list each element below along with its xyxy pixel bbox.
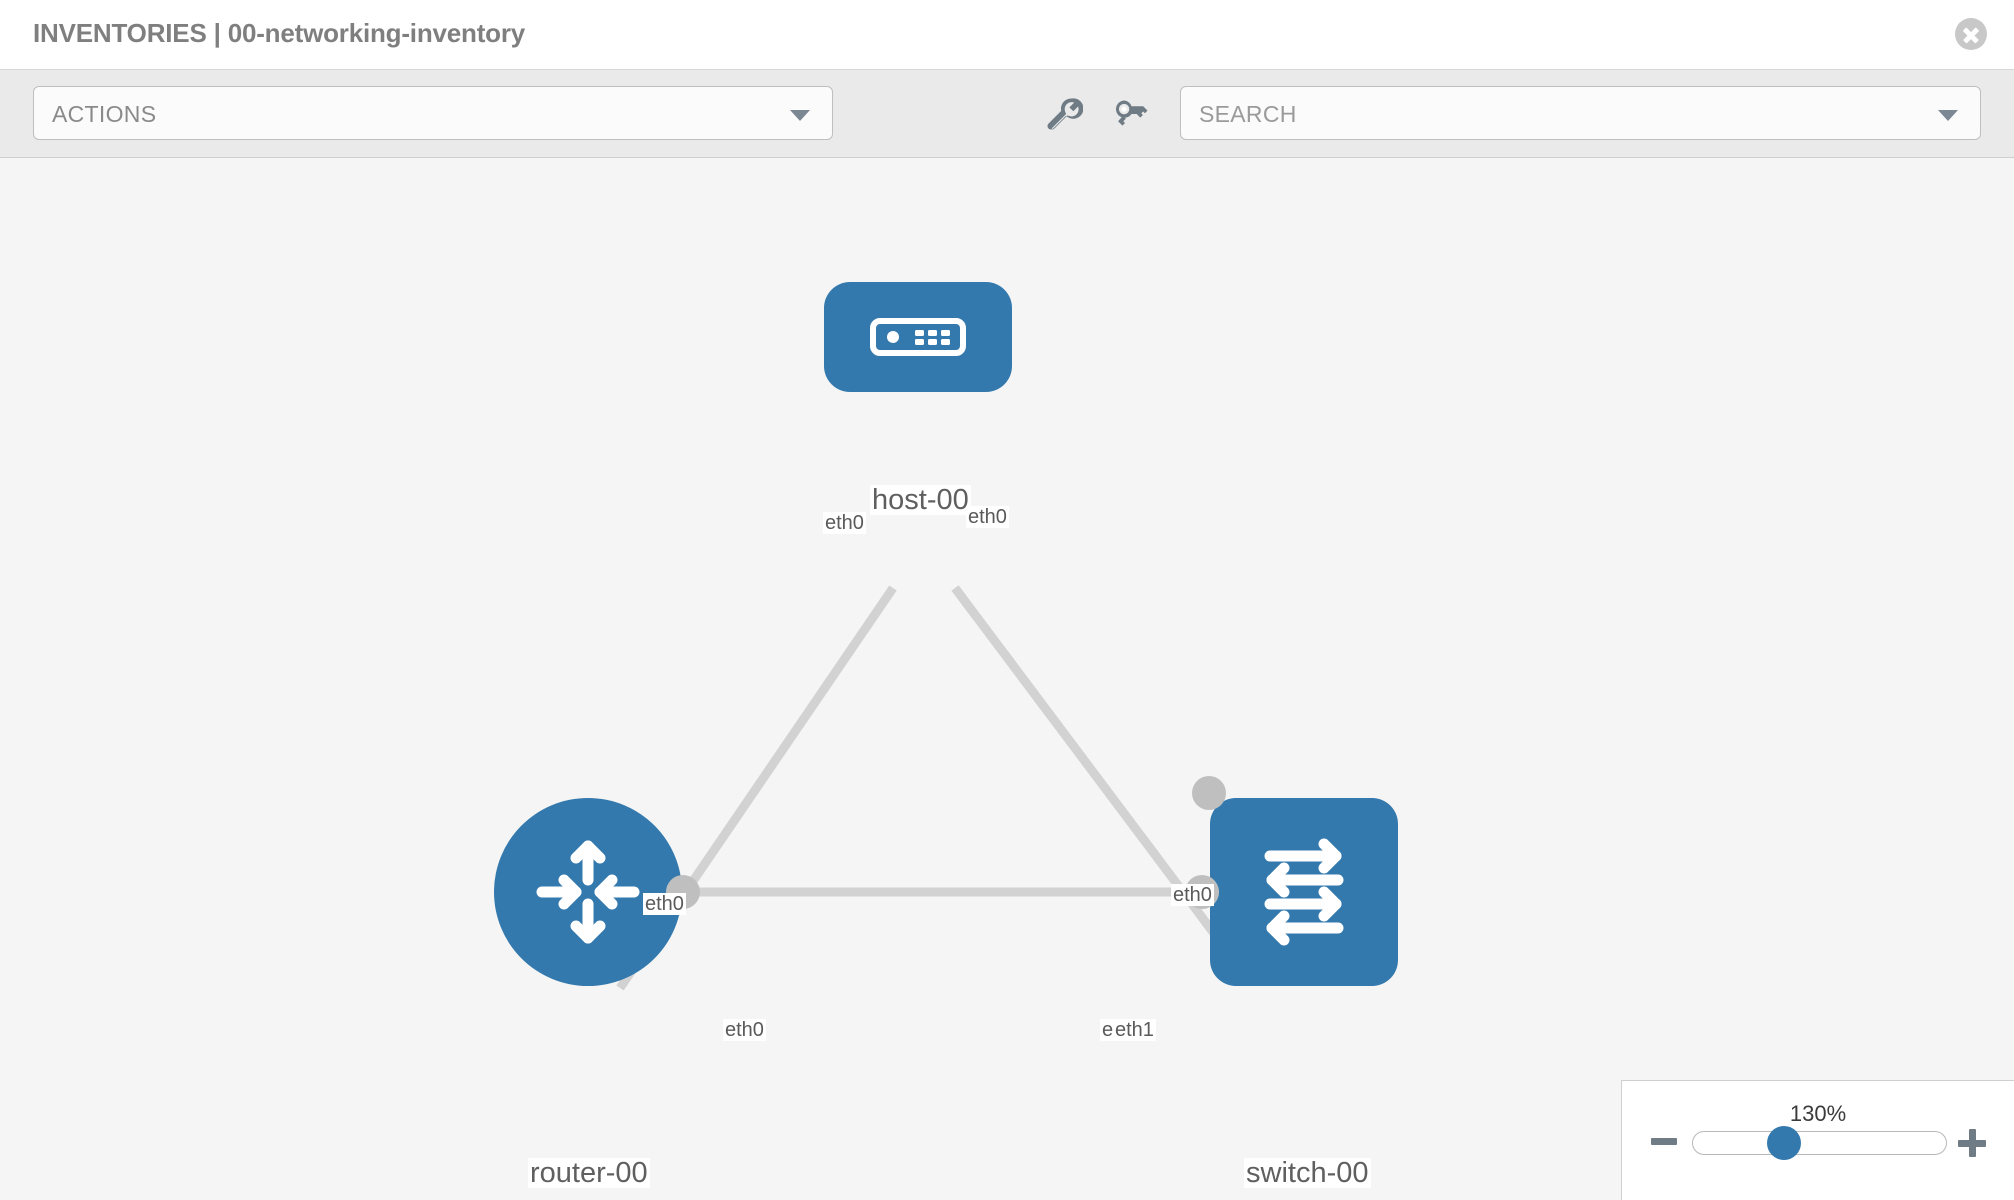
link-host-switch <box>951 585 1244 971</box>
header-bar: INVENTORIES | 00-networking-inventory <box>0 0 2014 70</box>
actions-dropdown-label: ACTIONS <box>52 101 157 127</box>
node-host-00-shape[interactable] <box>824 282 1012 392</box>
iface-label-switch-left-b: eth1 <box>1113 1019 1156 1041</box>
chevron-down-icon[interactable] <box>1938 110 1958 121</box>
switch-icon <box>1264 838 1344 946</box>
key-icon[interactable] <box>1109 92 1151 134</box>
search-placeholder: SEARCH <box>1199 101 1297 127</box>
chevron-down-icon <box>790 110 810 121</box>
iface-label-router-up: eth0 <box>643 893 686 915</box>
actions-dropdown[interactable]: ACTIONS <box>33 86 833 140</box>
zoom-control-panel: 130% <box>1621 1080 2014 1200</box>
node-switch-00[interactable] <box>1185 776 1398 986</box>
page-title: INVENTORIES | 00-networking-inventory <box>33 18 526 48</box>
close-icon[interactable] <box>1955 18 1987 50</box>
node-router-00-shape[interactable] <box>494 798 682 986</box>
search-input[interactable]: SEARCH <box>1180 86 1981 140</box>
node-router-00[interactable] <box>494 798 700 986</box>
node-label-switch-00: switch-00 <box>1244 1157 1371 1189</box>
wrench-icon[interactable] <box>1041 92 1083 134</box>
connector-switch-eth0 <box>1192 776 1226 810</box>
node-label-host-00: host-00 <box>870 484 971 516</box>
node-host-00[interactable] <box>824 282 1012 392</box>
zoom-out-button[interactable] <box>1651 1138 1677 1145</box>
topology-canvas[interactable]: eth0 host-00 eth0 eth0 eth0 router-00 <box>0 158 2014 1200</box>
plus-icon-vertical <box>1968 1129 1976 1157</box>
iface-label-router-eth0: eth0 <box>723 1019 766 1041</box>
zoom-level-label: 130% <box>1789 1101 1847 1126</box>
iface-label-switch-up: eth0 <box>1171 884 1214 906</box>
zoom-in-button[interactable] <box>1958 1129 1986 1157</box>
zoom-slider-thumb[interactable] <box>1767 1126 1801 1160</box>
iface-label-host-right: eth0 <box>966 506 1009 528</box>
node-switch-00-shape[interactable] <box>1210 798 1398 986</box>
server-icon <box>870 318 966 356</box>
node-label-router-00: router-00 <box>528 1157 650 1189</box>
zoom-slider-track[interactable] <box>1692 1131 1947 1155</box>
toolbar: ACTIONS SEARCH <box>0 70 2014 158</box>
iface-label-host-left: eth0 <box>823 512 866 534</box>
router-icon <box>536 840 640 944</box>
